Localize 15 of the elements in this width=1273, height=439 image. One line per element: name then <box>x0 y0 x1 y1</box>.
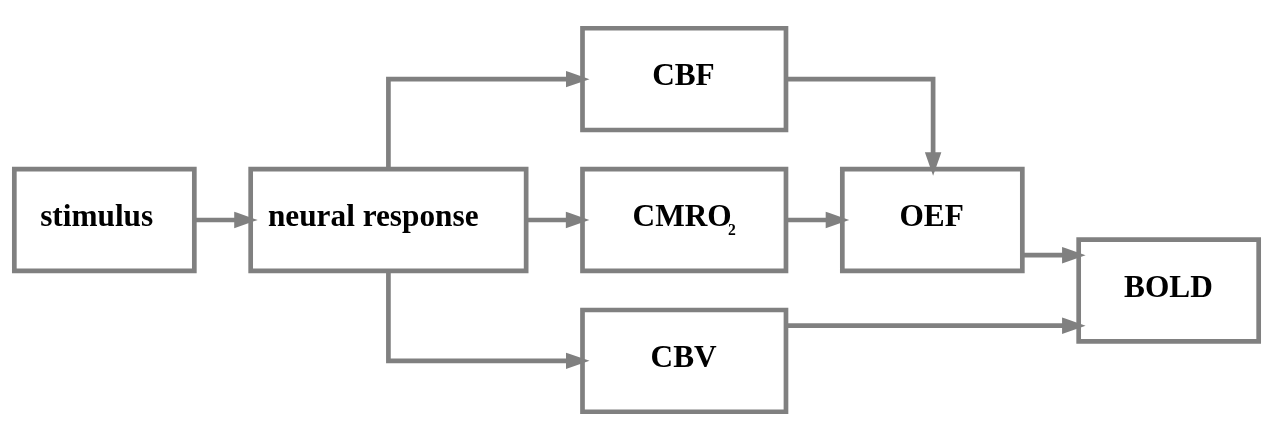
arrow <box>1022 246 1086 263</box>
node-box: CBF <box>580 25 789 132</box>
node-box: stimulus <box>12 166 197 273</box>
node-box: CBV <box>580 307 789 414</box>
arrow <box>786 76 942 176</box>
arrow <box>786 211 850 228</box>
node-box: neural response <box>248 166 529 273</box>
node-box: BOLD <box>1076 236 1261 344</box>
arrow <box>786 316 1086 334</box>
arrow <box>194 211 258 228</box>
node-box: OEF <box>840 166 1025 273</box>
node-box: CMRO$_{2}$ <box>580 166 789 273</box>
arrow <box>386 70 590 169</box>
arrow <box>526 211 590 228</box>
arrow <box>386 270 590 369</box>
